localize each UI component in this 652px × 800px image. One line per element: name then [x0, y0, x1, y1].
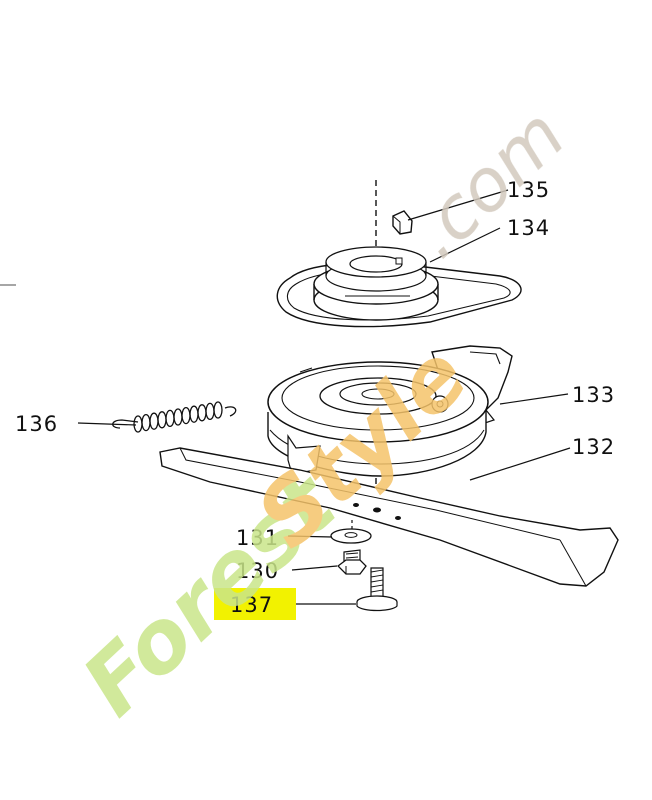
part-130-nut: [337, 549, 367, 575]
spring-coil: [133, 415, 143, 433]
leader-135: [407, 189, 509, 221]
part-137-highlight: [214, 588, 296, 620]
leader-133: [499, 393, 569, 405]
label-136: 136: [15, 412, 58, 436]
label-132: 132: [572, 435, 615, 459]
part-131-washer: [330, 528, 372, 544]
spring-coil: [189, 405, 199, 423]
spring-coil: [149, 412, 159, 430]
label-131: 131: [236, 526, 279, 550]
spring-coil: [181, 406, 191, 425]
leader-132: [469, 447, 571, 481]
leader-130: [291, 565, 338, 571]
part-133-clutch: [267, 345, 513, 477]
spring-coil: [197, 404, 207, 422]
leader-lines: [77, 189, 571, 605]
part-135-key: [392, 210, 413, 235]
leader-136: [77, 422, 137, 426]
part-134-pulley: [313, 246, 439, 321]
spring-coil: [173, 408, 183, 426]
leader-131: [287, 535, 333, 538]
label-130: 130: [236, 559, 279, 583]
label-134: 134: [507, 216, 550, 240]
label-133: 133: [572, 383, 615, 407]
part-136-spring: [112, 401, 237, 433]
spring-coil: [141, 413, 151, 432]
label-135: 135: [507, 178, 550, 202]
spring-coil: [165, 409, 175, 428]
spring-coil: [157, 411, 167, 429]
watermark-com: .com: [394, 93, 580, 275]
part-132-blade: [159, 447, 619, 587]
label-137: 137: [230, 593, 273, 617]
part-137-bolt: [356, 567, 398, 612]
spring-coil: [205, 402, 215, 421]
spring-coil: [213, 401, 223, 419]
leader-134: [429, 227, 501, 263]
